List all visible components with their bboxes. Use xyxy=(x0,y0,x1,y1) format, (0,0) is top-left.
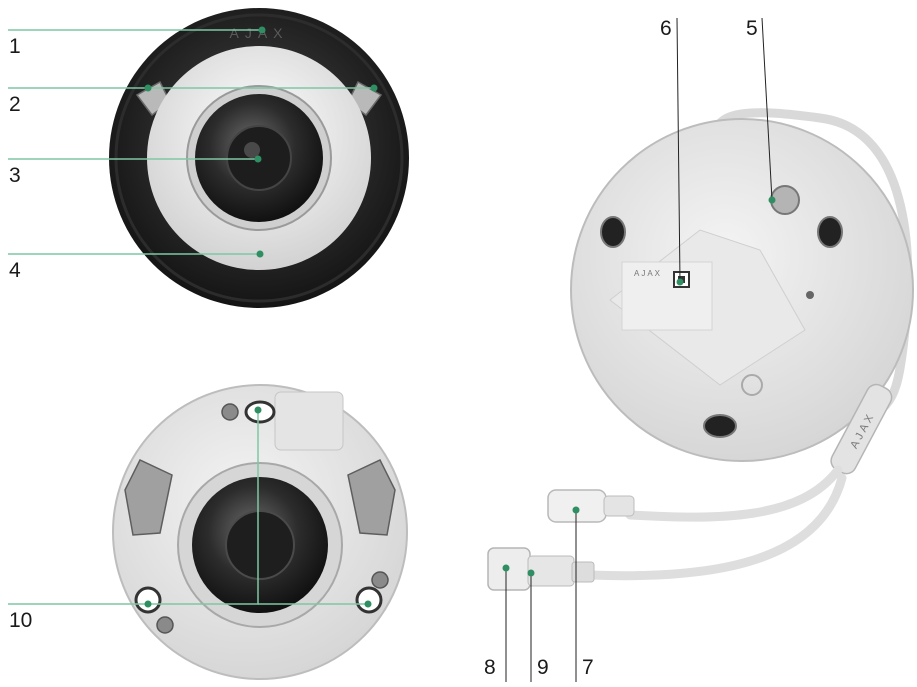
ethernet-seal xyxy=(527,555,575,587)
product-sticker xyxy=(621,261,713,331)
logo-top: AJAX xyxy=(229,25,288,41)
leader-line-5 xyxy=(761,17,773,201)
callout-4: 4 xyxy=(9,259,21,282)
leader-dot-3 xyxy=(254,155,262,163)
callout-6: 6 xyxy=(660,17,672,40)
leader-dot-10b xyxy=(254,406,262,414)
sensor-window-rear-left xyxy=(124,459,173,536)
power-connector xyxy=(547,489,607,523)
camera-rear-view xyxy=(112,384,408,680)
leader-dot-4 xyxy=(256,250,264,258)
leader-dot-9 xyxy=(527,569,535,577)
mounting-hole-left xyxy=(134,586,162,614)
leader-dot-7 xyxy=(572,506,580,514)
callout-7: 7 xyxy=(582,656,594,679)
leader-line-6 xyxy=(676,17,681,283)
screw-right xyxy=(371,571,389,589)
callout-1: 1 xyxy=(9,35,21,58)
callout-9: 9 xyxy=(537,656,549,679)
leader-dot-2b xyxy=(370,84,378,92)
base-slot-right xyxy=(817,216,843,248)
base-slot-left xyxy=(600,216,626,248)
callout-2: 2 xyxy=(9,93,21,116)
leader-dot-10c xyxy=(364,600,372,608)
leader-dot-6 xyxy=(676,278,684,286)
sticker-logo: AJAX xyxy=(634,269,662,278)
mounting-hole-right xyxy=(355,586,383,614)
leader-dot-2a xyxy=(144,84,152,92)
base-slot-bottom xyxy=(703,414,737,438)
leader-dot-10a xyxy=(144,600,152,608)
leader-dots xyxy=(144,26,776,608)
leader-lines xyxy=(8,17,773,682)
callout-3: 3 xyxy=(9,164,21,187)
callout-10: 10 xyxy=(9,609,33,632)
screw-top xyxy=(221,403,239,421)
sensor-window-rear-right xyxy=(347,459,396,536)
callout-5: 5 xyxy=(746,17,758,40)
leader-dot-1 xyxy=(258,26,266,34)
leader-dot-8 xyxy=(502,564,510,572)
mounting-base-view: AJAX AJAX xyxy=(487,108,914,591)
leader-dot-5 xyxy=(768,196,776,204)
screw-bottom xyxy=(156,616,174,634)
callout-8: 8 xyxy=(484,656,496,679)
